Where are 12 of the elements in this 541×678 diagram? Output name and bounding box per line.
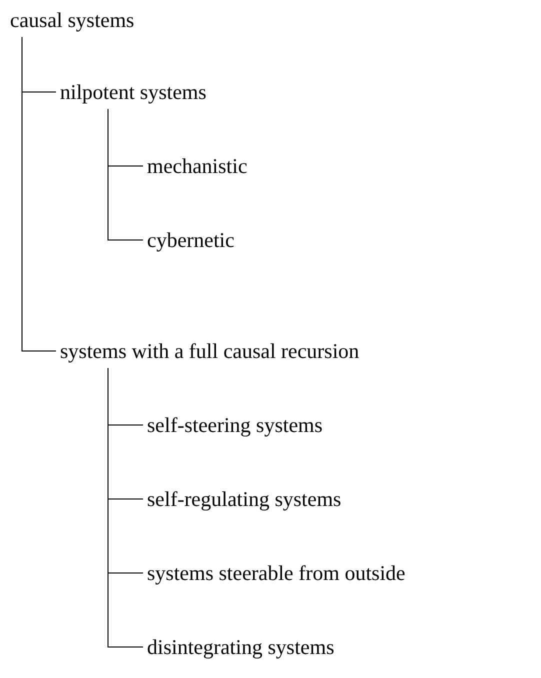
tree-item: cybernetic (147, 227, 234, 253)
tree-item: systems with a full causal recursion (60, 338, 360, 364)
tree-item: self-steering systems (147, 412, 323, 438)
tree-item: self-regulating systems (147, 486, 342, 512)
tree-connector (108, 108, 144, 240)
tree-connector (108, 368, 144, 648)
tree-item: systems steerable from outside (147, 560, 406, 586)
tree-item: mechanistic (147, 153, 248, 179)
tree-item: causal systems (10, 7, 134, 33)
tree-connector (22, 36, 56, 352)
tree-item: nilpotent systems (60, 79, 206, 105)
tree-item: disintegrating systems (147, 634, 334, 660)
